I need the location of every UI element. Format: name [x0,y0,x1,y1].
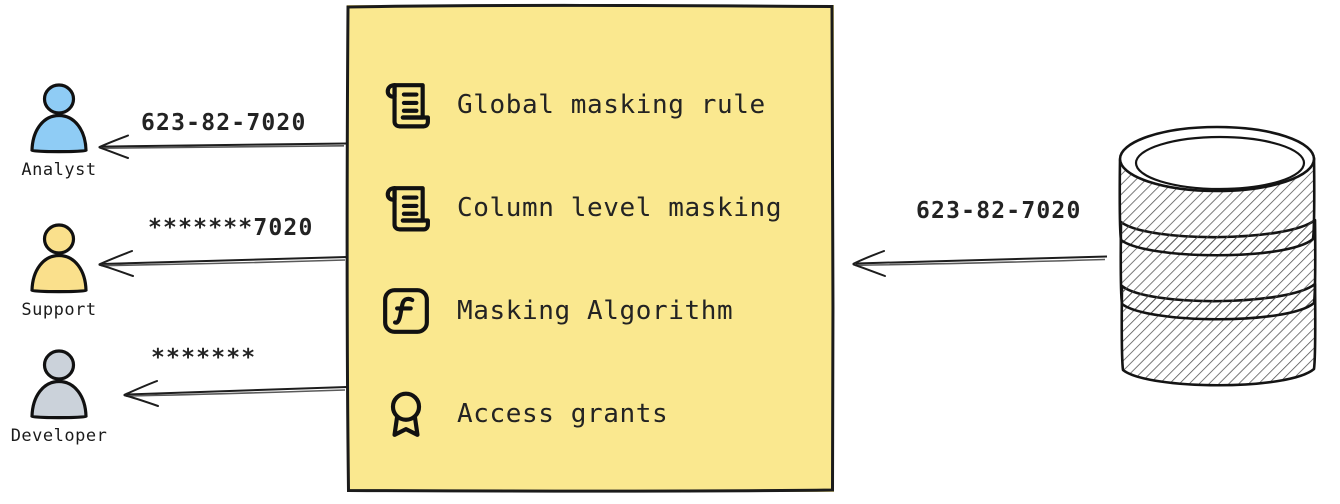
scroll-icon [385,82,430,128]
award-icon [390,391,422,437]
arrow-to-analyst [98,134,347,159]
person-icon [30,223,88,294]
flow-label-analyst: 623-82-7020 [141,110,307,136]
database-icon[interactable] [1108,118,1328,408]
scroll-icon [385,185,430,231]
panel-row-global-masking-rule[interactable]: Global masking rule [381,53,834,156]
masking-policy-panel: Global masking rule Column level masking [345,3,835,493]
actor-developer[interactable]: Developer [4,348,114,446]
flow-label-developer: ******* [151,345,257,371]
actor-analyst[interactable]: Analyst [4,82,114,180]
panel-background [347,5,834,492]
actor-support[interactable]: Support [4,222,114,320]
actor-label: Support [21,300,97,320]
person-icon [30,83,88,154]
function-icon [383,287,429,334]
panel-row-access-grants[interactable]: Access grants [381,362,834,465]
person-icon [30,349,88,420]
flow-label-source: 623-82-7020 [916,198,1082,224]
panel-row-label: Column level masking [457,192,783,223]
panel-row-list: Global masking rule Column level masking [347,5,834,492]
panel-row-label: Access grants [457,398,669,429]
arrow-to-developer [123,380,348,407]
panel-border [345,3,835,493]
panel-row-label: Masking Algorithm [457,295,734,326]
panel-row-masking-algorithm[interactable]: Masking Algorithm [381,259,834,362]
arrow-to-support [98,250,348,277]
flow-label-support: *******7020 [148,215,314,241]
arrow-from-database [852,250,1108,277]
panel-row-column-level-masking[interactable]: Column level masking [381,156,834,259]
panel-row-label: Global masking rule [457,89,766,120]
actor-label: Developer [10,426,108,446]
actor-label: Analyst [21,160,97,180]
